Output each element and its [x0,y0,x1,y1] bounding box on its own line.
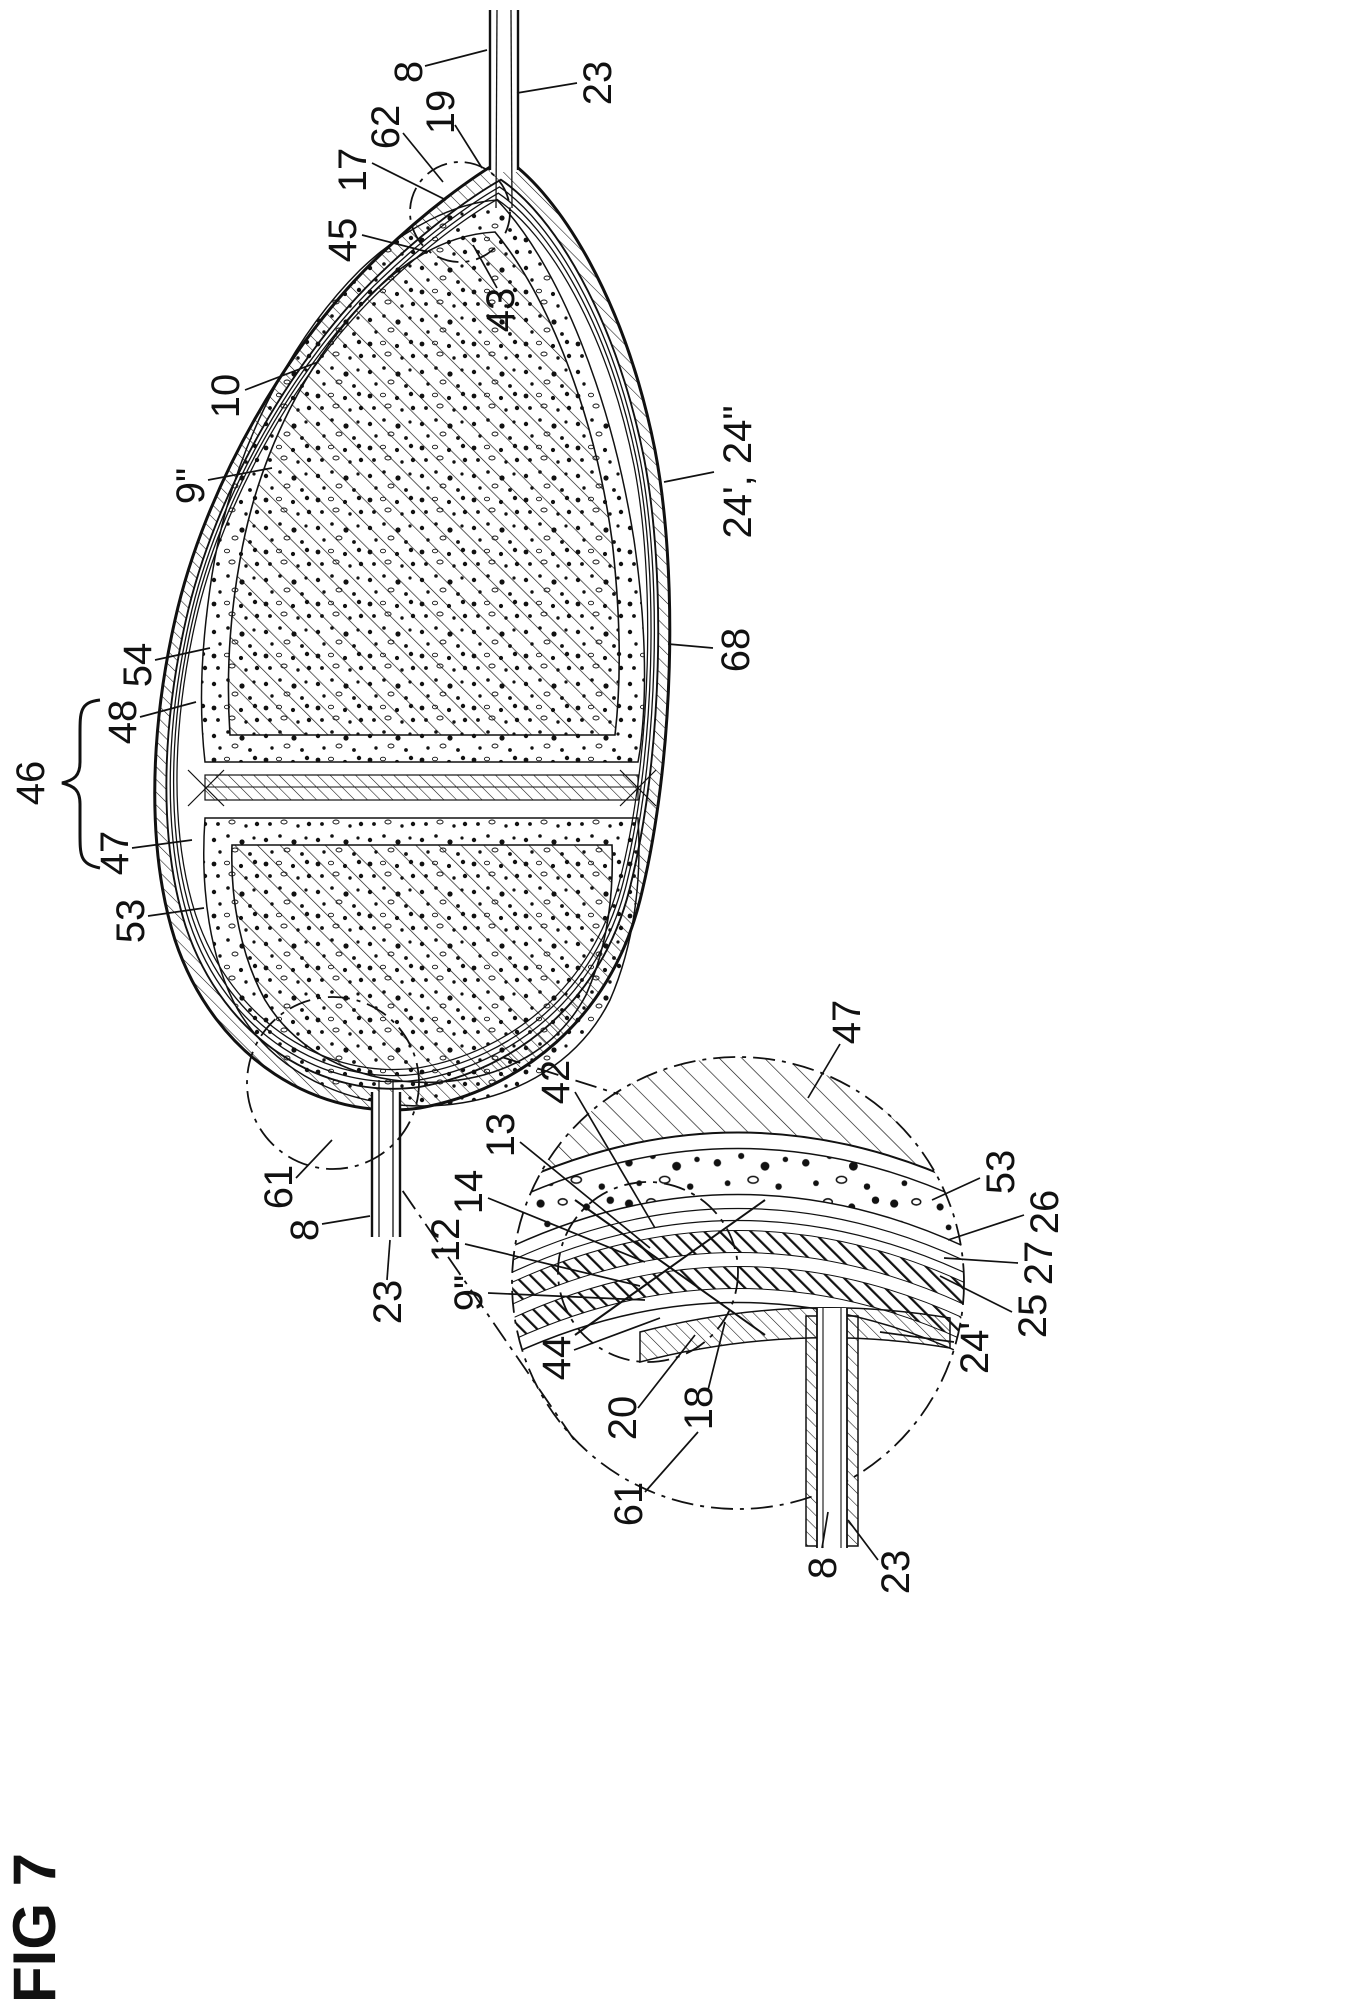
ref-label-44-leader [573,1317,661,1351]
scarf-joint-line-18 [574,1199,766,1336]
upper-cell [200,199,646,763]
detail-connector-lines [379,1031,619,1445]
ref-label-27: 27 [1017,1241,1061,1286]
ref-label-62: 62 [364,105,408,150]
ref-label-23-leader [516,82,578,94]
ref-label-8-detail-leader [821,1511,829,1549]
ref-label-19: 19 [419,90,463,135]
ref-label-68-leader [667,643,714,649]
lower-cell [203,817,640,1107]
ref-label-14-leader [487,1197,646,1263]
detail-elastic-layer-25-42 [512,1230,964,1311]
ref-label-53-leader [147,907,205,917]
ref-label-19-leader [454,124,483,169]
detail-elastic-layer-12-44 [512,1266,964,1347]
bottom-tube [370,1080,402,1237]
ref-label-23-detail-leader [847,1519,879,1561]
ref-label-9": 9" [169,468,213,504]
blade-cross-section [153,156,672,1112]
ref-label-26-leader [947,1214,1025,1241]
ref-label-61-detail-leader [644,1431,699,1493]
ref-label-45-leader [361,234,429,253]
ref-label-18-leader [707,1321,726,1391]
ref-label-10-leader [244,361,319,391]
ref-label-44: 44 [535,1336,579,1381]
ref-label-68: 68 [714,628,758,673]
ref-label-45: 45 [321,218,365,263]
ref-label-13: 13 [479,1113,523,1158]
detail-inner-marker-circle-61 [557,1181,739,1363]
ref-label-14: 14 [447,1170,491,1215]
shear-web [187,769,657,807]
ref-label-61: 61 [257,1165,301,1210]
ref-label-23: 23 [366,1280,410,1325]
ref-label-24', 24"-leader [663,471,715,483]
ref-label-8: 8 [283,1219,327,1241]
ref-label-47: 47 [825,1000,869,1045]
ref-label-27-leader [943,1257,1019,1264]
lower-cell-core-hatch [230,844,614,1084]
ref-label-26: 26 [1023,1190,1067,1235]
ref-label-25-leader [939,1275,1013,1313]
ref-label-43: 43 [479,288,523,333]
ref-label-43-leader [472,244,498,289]
ref-label-47-leader [131,839,193,849]
ref-label-20: 20 [601,1396,645,1441]
ref-label-12-leader [464,1243,641,1287]
top-tube [488,9,520,209]
mount-flange-24 [639,1307,951,1363]
ref-label-8-leader [321,1215,371,1225]
ref-label-46: 46 [9,761,53,806]
detail-adhesive-stipple-53 [512,1148,964,1252]
ref-label-9"-leader [207,467,273,481]
ref-label-53-detail: 53 [979,1150,1023,1195]
ref-label-25: 25 [1011,1294,1055,1339]
figure-title: FIG 7 [1,1853,68,2003]
ref-label-47: 47 [93,831,137,876]
ref-label-23-leader [386,1239,391,1281]
ref-label-20-leader [637,1334,696,1409]
ref-label-8-detail: 8 [801,1557,845,1579]
ref-label-54-leader [154,647,211,661]
ref-label-8: 8 [387,61,431,83]
detail-layer-line-27 [512,1220,964,1279]
ref-label-54: 54 [116,643,160,688]
ref-label-23-detail: 23 [874,1550,918,1595]
ref-label-8-leader [424,49,488,67]
tip-detail-marker-circle [409,161,511,263]
ref-label-13-leader [519,1141,651,1249]
ref-label-24', 24": 24', 24" [716,405,760,538]
ref-label-9-detail: 9" [447,1275,491,1311]
ref-label-48: 48 [101,700,145,745]
web-joint-left [187,769,225,807]
ref-label-61-detail: 61 [607,1482,651,1527]
ref-label-42-leader [574,1091,656,1229]
ref-label-47-leader [807,1043,841,1099]
ref-label-17: 17 [331,148,375,193]
ref-label-17-leader [371,162,447,201]
ref-label-12: 12 [424,1218,468,1263]
upper-cell-core-hatch [227,231,621,736]
bottom-detail-marker-circle [246,996,420,1170]
ref-label-42: 42 [534,1060,578,1105]
ref-label-62-leader [402,132,444,183]
web-joint-right [619,769,657,807]
detail-stem-tube [805,1308,859,1548]
ref-label-48-leader [139,701,197,718]
brace-46 [61,698,101,870]
ref-label-61-leader [295,1139,333,1179]
detail-layer-line-26 [512,1208,964,1267]
ref-label-10: 10 [204,374,248,419]
ref-label-24'-leader [879,1331,955,1343]
ref-label-23: 23 [576,61,620,106]
ref-label-53: 53 [109,899,153,944]
detail-boundary-circle [511,1056,965,1510]
ref-label-24': 24' [953,1322,997,1374]
ref-label-9-detail-leader [487,1292,646,1301]
ref-label-53-detail-leader [931,1177,981,1201]
ref-label-18: 18 [677,1386,721,1431]
